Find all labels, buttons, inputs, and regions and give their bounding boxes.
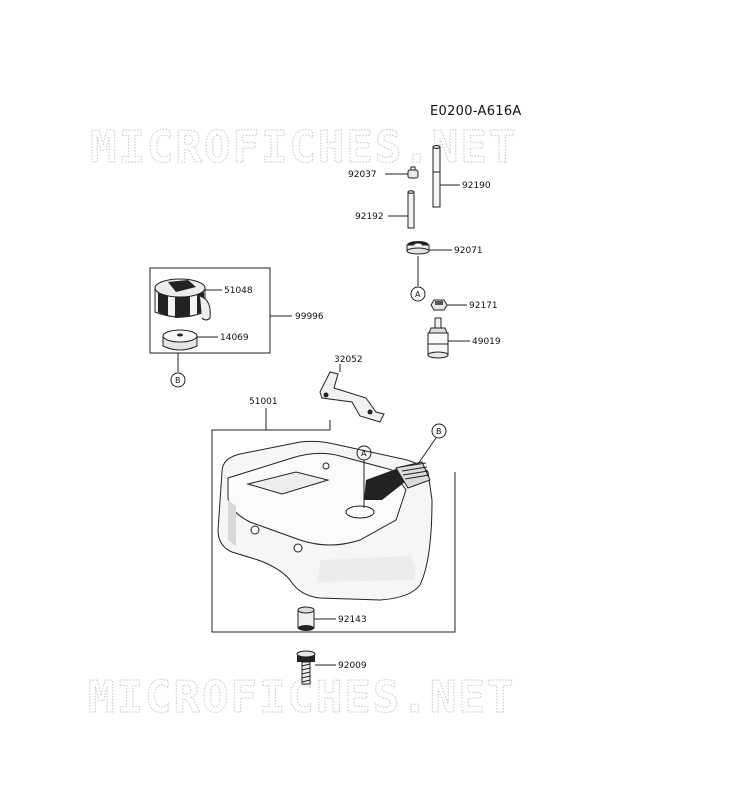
label-92071: 92071	[454, 246, 483, 256]
ref-marker-a-upper	[410, 286, 426, 302]
ref-marker-a-upper-text: A	[415, 290, 421, 299]
ref-marker-b-tank	[431, 423, 447, 439]
watermark-bottom: MICROFICHES.NET	[88, 672, 515, 723]
leader-ref-b-tank	[417, 437, 437, 465]
part-92037-clip	[407, 166, 419, 179]
label-49019: 49019	[472, 337, 501, 347]
part-49019-filter	[427, 317, 449, 359]
cap-assembly-box	[149, 267, 271, 354]
label-92037: 92037	[348, 170, 377, 180]
watermark-top: MICROFICHES.NET	[90, 122, 517, 173]
tank-assembly-box	[211, 408, 456, 633]
ref-marker-b-left-text: B	[175, 376, 181, 385]
part-92192-tube	[407, 190, 415, 229]
part-92143-spacer	[297, 606, 315, 631]
ref-marker-a-tank-text: A	[361, 449, 367, 458]
label-92192: 92192	[355, 212, 384, 222]
part-92190-tube	[432, 145, 441, 208]
label-51001: 51001	[249, 397, 278, 407]
part-92009-screw	[296, 650, 316, 685]
label-99996: 99996	[295, 312, 324, 322]
label-92190: 92190	[462, 181, 491, 191]
part-92071-grommet	[406, 241, 430, 255]
label-14069: 14069	[220, 333, 249, 343]
ref-marker-b-tank-text: B	[436, 427, 442, 436]
part-51001-fuel-tank	[217, 440, 433, 601]
label-32052: 32052	[334, 355, 363, 365]
ref-marker-b-left	[170, 372, 186, 388]
part-14069-gasket	[162, 329, 198, 351]
label-92171: 92171	[469, 301, 498, 311]
label-92009: 92009	[338, 661, 367, 671]
label-92143: 92143	[338, 615, 367, 625]
diagram-code: E0200-A616A	[430, 104, 522, 119]
part-51048-cap	[154, 278, 211, 321]
part-92171-nut	[430, 299, 448, 311]
part-32052-bracket	[319, 371, 385, 423]
label-51048: 51048	[224, 286, 253, 296]
